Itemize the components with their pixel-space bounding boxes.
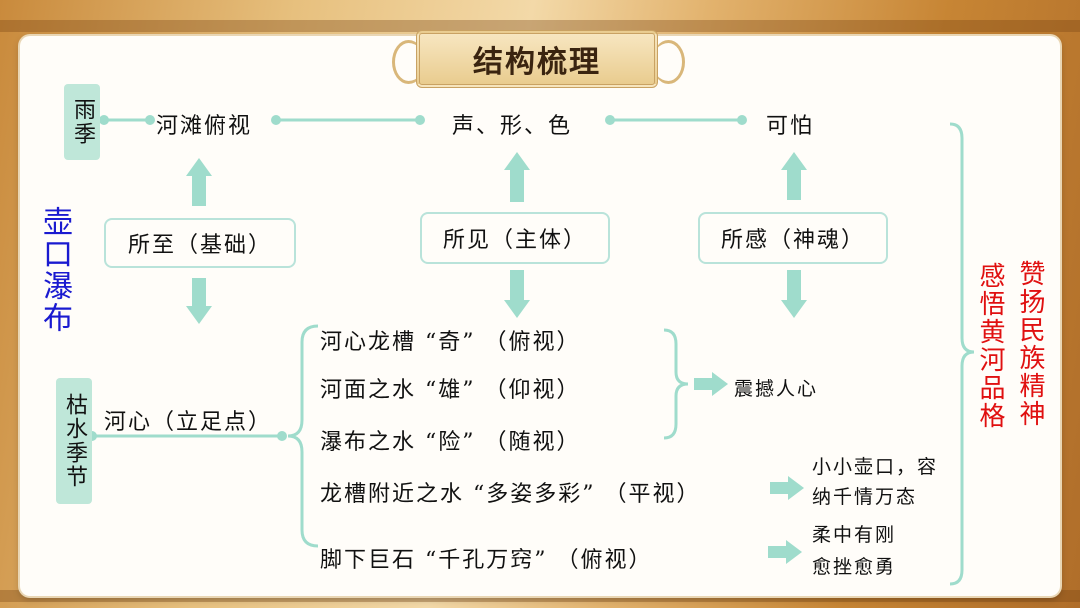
view-item: 脚下巨石 “千孔万窍” （俯视） <box>320 542 652 574</box>
view-item: 河心龙槽 “奇” （俯视） <box>320 324 580 356</box>
top-left-text: 河滩俯视 <box>156 108 252 140</box>
season-dry-box: 枯水季节 <box>56 378 92 504</box>
standpoint-text: 河心（立足点） <box>104 404 272 436</box>
page-title: 结构梳理 <box>416 30 658 88</box>
view-item: 瀑布之水 “险” （随视） <box>320 424 580 456</box>
right-column-praise: 赞扬民族精神 <box>1014 260 1046 428</box>
view-item: 龙槽附近之水 “多姿多彩” （平视） <box>320 476 700 508</box>
conclusion-strength-line: 愈挫愈勇 <box>812 552 896 579</box>
side-title: 壶口瀑布 <box>32 206 76 334</box>
season-rain-box: 雨季 <box>64 84 100 160</box>
top-right-text: 可怕 <box>766 108 814 140</box>
box-feel: 所感（神魂） <box>698 212 888 264</box>
conclusion-tolerance-line: 纳千情万态 <box>812 482 917 509</box>
right-column-insight: 感悟黄河品格 <box>974 262 1006 430</box>
conclusion-shock: 震撼人心 <box>734 374 818 401</box>
conclusion-tolerance-line: 小小壶口，容 <box>812 452 938 479</box>
top-center-text: 声、形、色 <box>452 108 572 140</box>
conclusion-strength-line: 柔中有刚 <box>812 520 896 547</box>
box-see: 所见（主体） <box>420 212 610 264</box>
view-item: 河面之水 “雄” （仰视） <box>320 372 580 404</box>
box-reach: 所至（基础） <box>104 218 296 268</box>
